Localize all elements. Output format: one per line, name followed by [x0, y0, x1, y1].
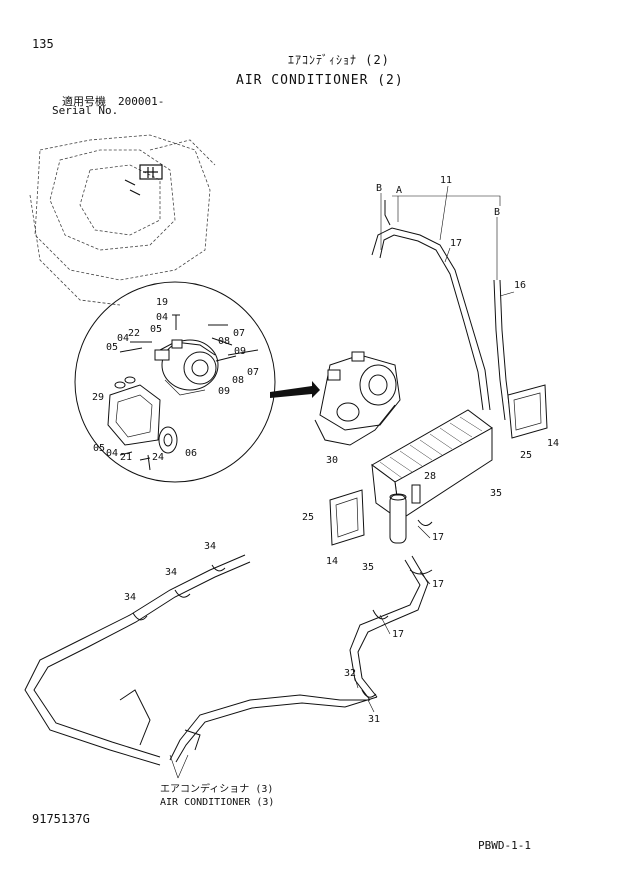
callout: B	[494, 207, 500, 218]
bolts-detail	[119, 314, 259, 471]
callout: 35	[362, 562, 374, 573]
detail-arrow	[270, 381, 320, 398]
callout: 09	[218, 386, 230, 397]
callout: 17	[450, 238, 462, 249]
serial-label-japanese: 適用号機	[62, 95, 106, 108]
reference-japanese: エアコンディショナ (3)	[160, 784, 274, 795]
callout: 29	[92, 392, 104, 403]
machine-highlight	[124, 164, 163, 196]
compressor-detail	[154, 339, 219, 396]
reference-english: AIR CONDITIONER (3)	[160, 797, 275, 808]
callout: 11	[440, 175, 452, 186]
callout: 04	[106, 448, 118, 459]
callout: 21	[120, 452, 132, 463]
compressor-main	[314, 351, 401, 446]
callout: 07	[233, 328, 245, 339]
document-id: 9175137G	[32, 812, 90, 826]
callout: 07	[247, 367, 259, 378]
bracket-detail	[107, 376, 161, 446]
callout: 14	[326, 556, 338, 567]
callout: 05	[150, 324, 162, 335]
callout: 24	[152, 452, 164, 463]
callout: 05	[93, 443, 105, 454]
callout: 30	[326, 455, 338, 466]
hose-clips	[132, 519, 433, 698]
callout: 14	[547, 438, 559, 449]
callout-labels: 11 A B B 17 16 19 04 05 22 04 05 08 07 0…	[92, 175, 559, 725]
callout: 34	[124, 592, 136, 603]
callout: 19	[156, 297, 168, 308]
title-english: AIR CONDITIONER (2)	[236, 73, 404, 88]
callout: 09	[234, 346, 246, 357]
receiver-drier	[389, 484, 421, 544]
callout: B	[376, 183, 382, 194]
callout: 35	[490, 488, 502, 499]
hose-lower	[24, 554, 429, 766]
serial-value: 200001-	[118, 95, 165, 108]
machine-outline-thumbnail	[29, 134, 216, 306]
title-japanese: ｴｱｺﾝﾃﾞｨｼｮﾅ (2)	[288, 53, 390, 67]
mount-plates	[329, 384, 548, 546]
callout: 31	[368, 714, 380, 725]
callout: 25	[302, 512, 314, 523]
leader-lines	[169, 185, 515, 779]
callout: 34	[204, 541, 216, 552]
pulley-detail	[158, 426, 178, 454]
callout: 04	[156, 312, 168, 323]
callout: 32	[344, 668, 356, 679]
page-number: 135	[32, 37, 54, 51]
callout: 17	[432, 579, 444, 590]
footer-code: PBWD-1-1	[478, 839, 531, 852]
callout: 04	[117, 333, 129, 344]
callout: A	[396, 185, 402, 196]
callout: 28	[424, 471, 436, 482]
callout: 08	[218, 336, 230, 347]
callout: 16	[514, 280, 526, 291]
callout: 05	[106, 342, 118, 353]
callout: 34	[165, 567, 177, 578]
callout: 17	[432, 532, 444, 543]
detail-circle	[74, 281, 276, 483]
callout: 08	[232, 375, 244, 386]
callout: 17	[392, 629, 404, 640]
serial-label-english: Serial No.	[52, 104, 119, 117]
callout: 22	[128, 328, 140, 339]
callout: 25	[520, 450, 532, 461]
callout: 06	[185, 448, 197, 459]
